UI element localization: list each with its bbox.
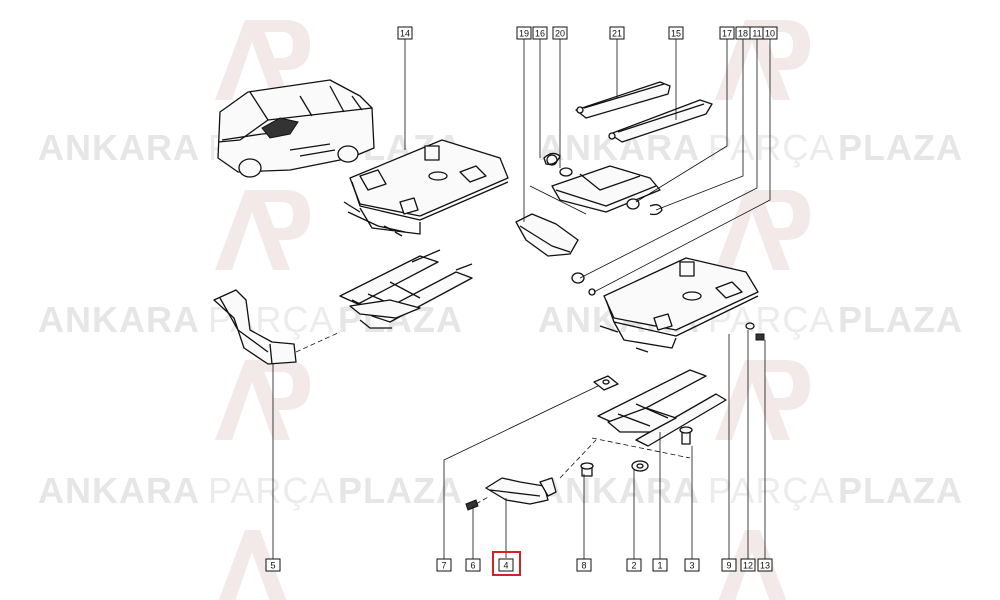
- part-21-rail: [575, 81, 671, 119]
- svg-text:7: 7: [441, 561, 446, 571]
- van-icon: [217, 79, 375, 178]
- drawing: [213, 79, 765, 511]
- svg-text:17: 17: [722, 29, 732, 39]
- callout-18[interactable]: 18: [735, 26, 751, 40]
- svg-text:PLAZA: PLAZA: [338, 470, 463, 511]
- svg-text:2: 2: [631, 561, 636, 571]
- right-seat-base: [599, 257, 759, 353]
- callout-13[interactable]: 13: [757, 558, 773, 572]
- part-7-plate: [593, 375, 619, 391]
- callout-16[interactable]: 16: [532, 26, 548, 40]
- svg-text:5: 5: [270, 561, 275, 571]
- svg-text:13: 13: [760, 561, 770, 571]
- svg-text:11: 11: [752, 29, 761, 39]
- svg-text:PARÇA: PARÇA: [708, 470, 834, 511]
- svg-text:PLAZA: PLAZA: [838, 470, 963, 511]
- part-6-screw: [465, 499, 479, 511]
- svg-text:15: 15: [671, 29, 681, 39]
- svg-text:ANKARA: ANKARA: [538, 470, 700, 511]
- watermark: ANKARA PARÇA PLAZA ANKARA PARÇA PLAZA AN…: [38, 20, 963, 600]
- svg-text:PARÇA: PARÇA: [708, 127, 834, 168]
- svg-text:ANKARA: ANKARA: [38, 299, 200, 340]
- svg-text:ANKARA: ANKARA: [38, 127, 200, 168]
- callout-10[interactable]: 10: [762, 26, 778, 40]
- callout-12[interactable]: 12: [740, 558, 756, 572]
- svg-text:6: 6: [470, 561, 475, 571]
- callout-4-highlight: [492, 551, 521, 576]
- callout-11[interactable]: 11: [749, 26, 765, 40]
- assembly-line: [295, 331, 341, 353]
- assembly-line: [591, 437, 691, 459]
- part-1-slide-rail: [597, 369, 727, 447]
- watermark-row-3: ANKARA PARÇA PLAZA ANKARA PARÇA PLAZA: [38, 470, 963, 511]
- svg-text:12: 12: [743, 561, 753, 571]
- watermark-row-2: ANKARA PARÇA PLAZA ANKARA PARÇA PLAZA: [38, 299, 963, 340]
- callout-1[interactable]: 1: [652, 558, 668, 572]
- svg-text:PARÇA: PARÇA: [208, 470, 334, 511]
- callout-9[interactable]: 9: [721, 558, 737, 572]
- svg-text:9: 9: [726, 561, 731, 571]
- svg-text:4: 4: [503, 561, 508, 571]
- callouts: 14 19 16 20 21 15 17 18 11 10 5 6 4 7 8 …: [265, 26, 778, 576]
- svg-text:10: 10: [765, 29, 775, 39]
- part-12-washer: [745, 322, 755, 330]
- svg-text:14: 14: [400, 29, 410, 39]
- svg-text:16: 16: [535, 29, 545, 39]
- part-17-bushing: [626, 198, 640, 210]
- svg-text:18: 18: [738, 29, 748, 39]
- svg-text:3: 3: [689, 561, 694, 571]
- svg-text:PLAZA: PLAZA: [838, 299, 963, 340]
- callout-7[interactable]: 7: [436, 558, 452, 572]
- part-5-lever: [213, 289, 297, 365]
- callout-8[interactable]: 8: [576, 558, 592, 572]
- part-14-seat-base: [343, 139, 509, 237]
- svg-text:19: 19: [519, 29, 529, 39]
- part-8-stud: [580, 462, 594, 477]
- part-10-pin: [588, 288, 596, 296]
- svg-text:1: 1: [657, 561, 662, 571]
- callout-2[interactable]: 2: [626, 558, 642, 572]
- svg-text:21: 21: [612, 29, 622, 39]
- callout-4[interactable]: 4: [492, 551, 521, 576]
- part-15-rail: [608, 99, 713, 143]
- part-3-bolt: [679, 426, 693, 445]
- part-11-bushing: [571, 272, 585, 284]
- leader-lines: [272, 38, 771, 560]
- svg-text:ANKARA: ANKARA: [38, 470, 200, 511]
- callout-19[interactable]: 19: [516, 26, 532, 40]
- assembly-line: [475, 495, 491, 505]
- upper-slide-rail: [339, 249, 473, 329]
- svg-text:PLAZA: PLAZA: [838, 127, 963, 168]
- svg-text:8: 8: [581, 561, 586, 571]
- callout-14[interactable]: 14: [397, 26, 413, 40]
- callout-17[interactable]: 17: [719, 26, 735, 40]
- part-20-nut: [559, 167, 573, 177]
- callout-21[interactable]: 21: [609, 26, 625, 40]
- svg-text:20: 20: [555, 29, 565, 39]
- part-19-bracket: [515, 213, 579, 257]
- callout-5[interactable]: 5: [265, 558, 281, 572]
- callout-3[interactable]: 3: [684, 558, 700, 572]
- callout-6[interactable]: 6: [465, 558, 481, 572]
- assembly-line: [559, 439, 597, 479]
- part-13-screw: [755, 333, 765, 341]
- callout-15[interactable]: 15: [668, 26, 684, 40]
- callout-20[interactable]: 20: [552, 26, 568, 40]
- watermark-logo-icon: [215, 20, 810, 600]
- part-4-lever: [485, 477, 557, 505]
- part-2-nut: [631, 460, 649, 472]
- part-18-clip: [649, 204, 663, 216]
